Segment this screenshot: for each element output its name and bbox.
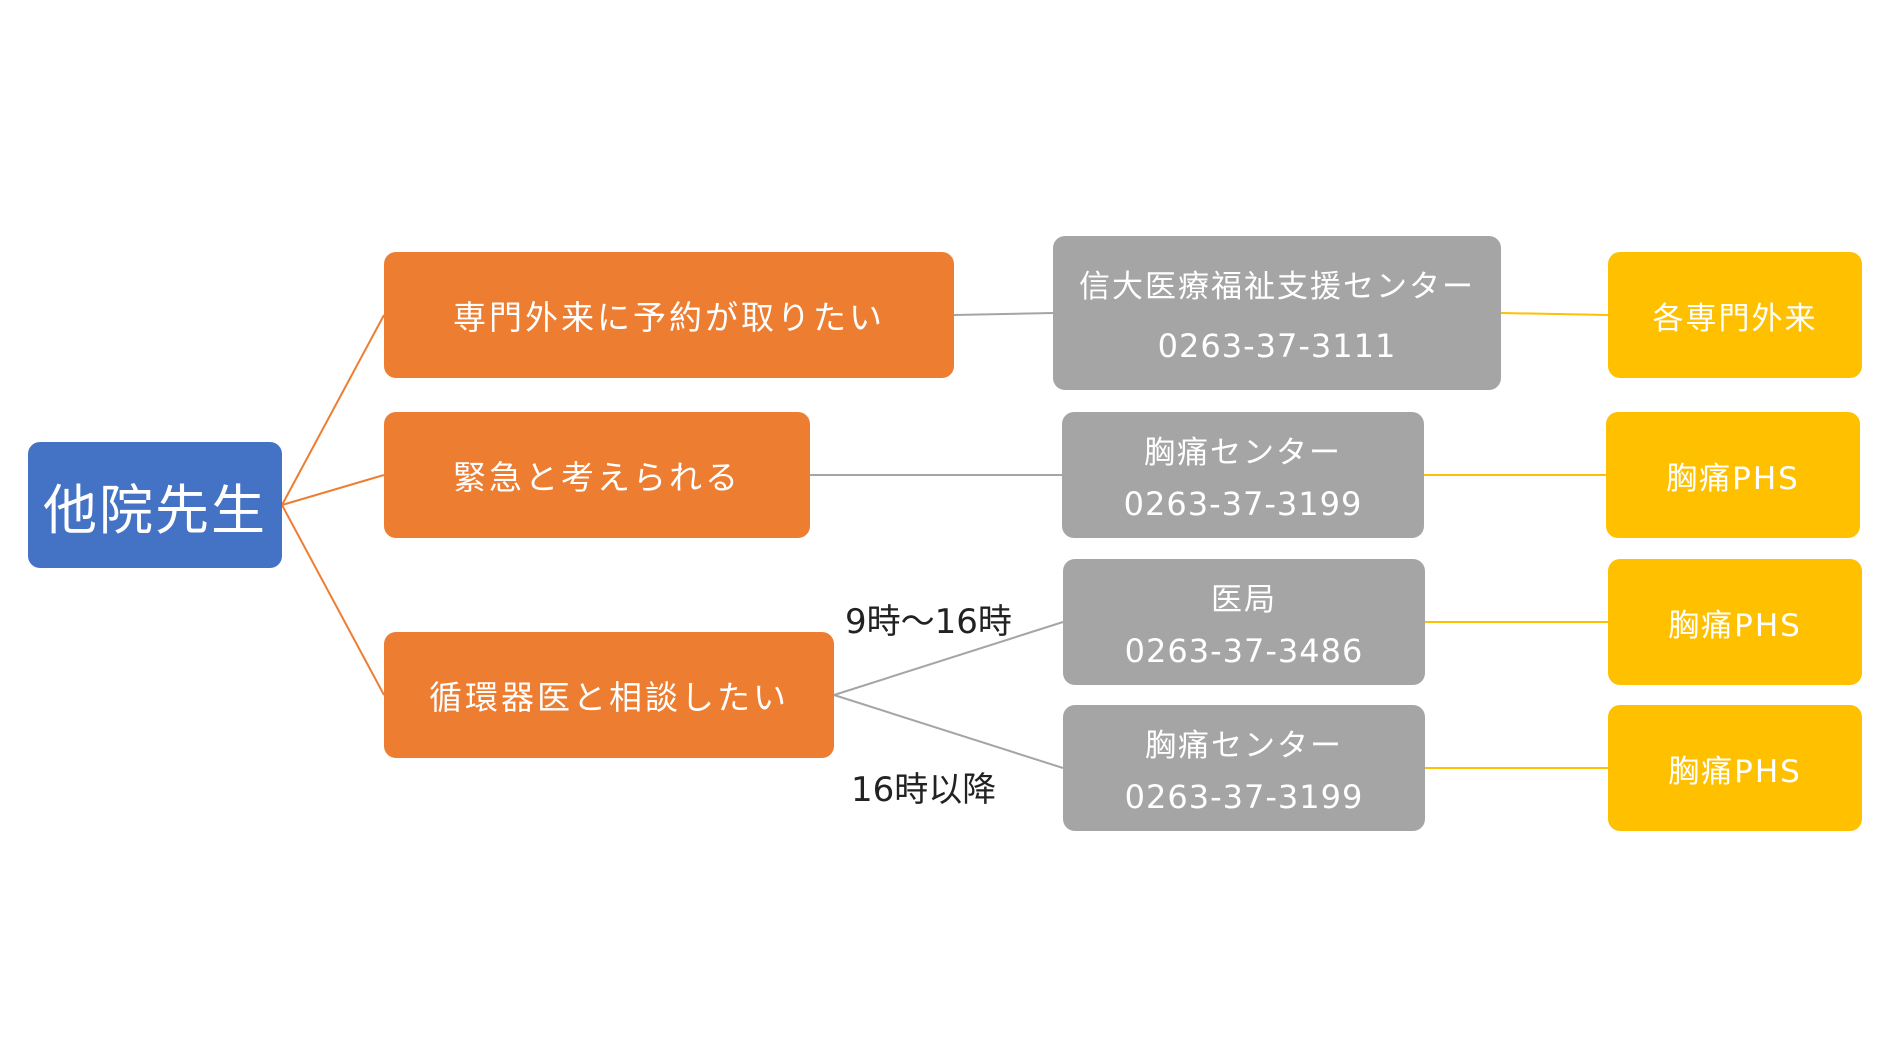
destination-chest-pain-phs: 胸痛PHS [1608, 559, 1862, 685]
contact-name: 胸痛センター [1144, 434, 1342, 471]
situation-emergency: 緊急と考えられる [384, 412, 810, 538]
edge-root-to-consult [281, 504, 385, 696]
situation-consult-cardiologist: 循環器医と相談したい [384, 632, 834, 758]
contact-name: 医局 [1211, 581, 1277, 618]
situation-label: 緊急と考えられる [453, 458, 741, 497]
contact-medical-office: 医局 0263-37-3486 [1063, 559, 1425, 685]
edge-root-to-appointment [281, 314, 385, 506]
contact-phone: 0263-37-3199 [1123, 485, 1363, 524]
contact-phone: 0263-37-3199 [1124, 778, 1364, 817]
contact-chest-pain-center: 胸痛センター 0263-37-3199 [1062, 412, 1424, 538]
edge-label-daytime: 9時～16時 [845, 602, 1012, 642]
destination-label: 胸痛PHS [1668, 753, 1802, 790]
root-label: 他院先生 [43, 478, 267, 542]
root-node-other-hospital-doctor: 他院先生 [28, 442, 282, 568]
edge-support-center-to-clinics [1500, 312, 1609, 316]
destination-specialty-clinics: 各専門外来 [1608, 252, 1862, 378]
contact-phone: 0263-37-3486 [1124, 632, 1364, 671]
contact-name: 胸痛センター [1145, 727, 1343, 764]
situation-label: 循環器医と相談したい [429, 678, 789, 717]
contact-name: 信大医療福祉支援センター [1079, 268, 1475, 305]
edge-appointment-to-support-center [953, 312, 1054, 316]
situation-appointment: 専門外来に予約が取りたい [384, 252, 954, 378]
destination-chest-pain-phs: 胸痛PHS [1606, 412, 1860, 538]
situation-label: 専門外来に予約が取りたい [453, 298, 885, 337]
edge-root-to-emergency [281, 474, 385, 506]
destination-label: 胸痛PHS [1666, 460, 1800, 497]
contact-support-center: 信大医療福祉支援センター 0263-37-3111 [1053, 236, 1501, 390]
edge-consult-to-medical-office [833, 621, 1064, 696]
destination-label: 胸痛PHS [1668, 607, 1802, 644]
contact-phone: 0263-37-3111 [1157, 327, 1397, 366]
destination-label: 各専門外来 [1652, 300, 1818, 337]
destination-chest-pain-phs: 胸痛PHS [1608, 705, 1862, 831]
contact-chest-pain-center-after-hours: 胸痛センター 0263-37-3199 [1063, 705, 1425, 831]
edge-consult-to-chest-pain-center [833, 694, 1064, 769]
edge-label-after-hours: 16時以降 [851, 770, 997, 810]
